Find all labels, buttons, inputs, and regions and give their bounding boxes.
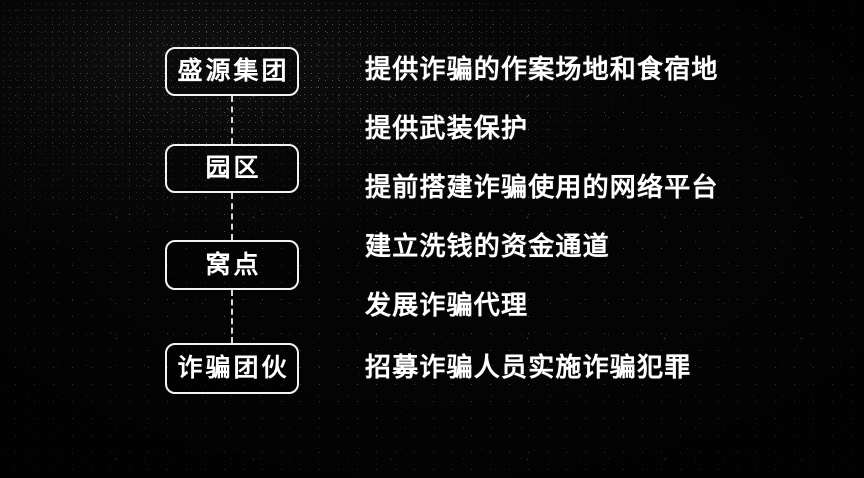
- flow-connector-0: [231, 96, 233, 144]
- flow-node-label: 盛源集团: [177, 57, 290, 85]
- list-item: 招募诈骗人员实施诈骗犯罪: [365, 354, 691, 380]
- flow-node-label: 园区: [205, 154, 262, 182]
- list-item: 建立洗钱的资金通道: [365, 233, 610, 259]
- flow-node-3: 诈骗团伙: [165, 343, 299, 394]
- list-item-text: 提供武装保护: [365, 113, 529, 143]
- list-item-text: 发展诈骗代理: [365, 290, 529, 320]
- list-item: 提前搭建诈骗使用的网络平台: [365, 174, 719, 200]
- list-item-text: 招募诈骗人员实施诈骗犯罪: [365, 352, 692, 382]
- flow-connector-1: [231, 193, 233, 240]
- flow-node-2: 窝点: [165, 240, 299, 290]
- list-item: 提供诈骗的作案场地和食宿地: [365, 56, 719, 82]
- list-item-text: 提前搭建诈骗使用的网络平台: [365, 172, 719, 202]
- flow-node-label: 诈骗团伙: [177, 354, 290, 382]
- flow-node-1: 园区: [165, 144, 299, 193]
- list-item: 提供武装保护: [365, 115, 528, 141]
- list-item-text: 提供诈骗的作案场地和食宿地: [365, 54, 719, 84]
- flow-node-0: 盛源集团: [165, 47, 299, 96]
- list-item-text: 建立洗钱的资金通道: [365, 231, 610, 261]
- list-item: 发展诈骗代理: [365, 292, 528, 318]
- flow-node-label: 窝点: [205, 250, 262, 279]
- flow-connector-2: [231, 290, 233, 343]
